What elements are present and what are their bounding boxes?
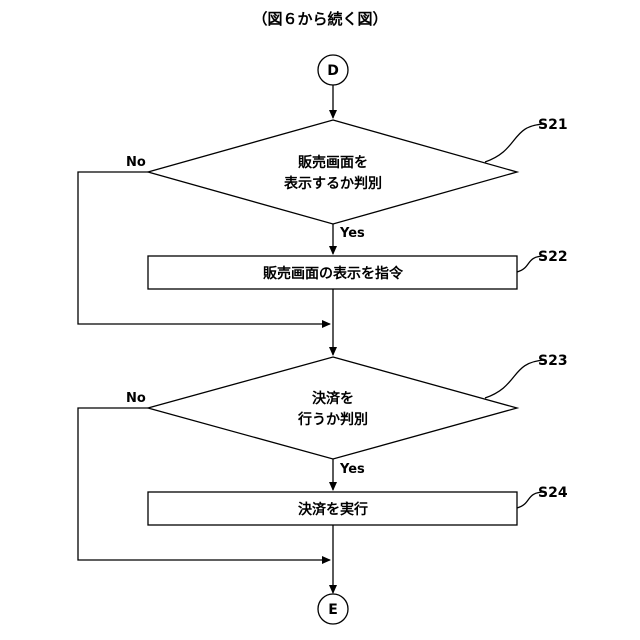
no-label-s21: No <box>126 155 146 170</box>
start-connector-label: D <box>327 63 339 79</box>
decision-s21-line2: 表示するか判別 <box>283 175 382 192</box>
decision-s23-line1: 決済を <box>312 390 354 407</box>
end-connector-label: E <box>328 602 338 618</box>
decision-s21 <box>148 120 517 224</box>
step-id-s24: S24 <box>538 485 568 501</box>
yes-label-s21: Yes <box>339 226 365 241</box>
leader-s21 <box>485 124 545 162</box>
step-id-s22: S22 <box>538 249 568 265</box>
step-id-s23: S23 <box>538 353 568 369</box>
decision-s21-line1: 販売画面を <box>298 154 368 171</box>
no-label-s23: No <box>126 391 146 406</box>
leader-s23 <box>485 360 545 398</box>
figure-title: （図６から続く図） <box>252 10 387 28</box>
decision-s23-line2: 行うか判別 <box>297 411 368 428</box>
decision-s23 <box>148 357 517 459</box>
yes-label-s23: Yes <box>339 462 365 477</box>
process-s22-text: 販売画面の表示を指令 <box>263 265 404 282</box>
process-s24-text: 決済を実行 <box>298 501 368 518</box>
step-id-s21: S21 <box>538 117 568 133</box>
